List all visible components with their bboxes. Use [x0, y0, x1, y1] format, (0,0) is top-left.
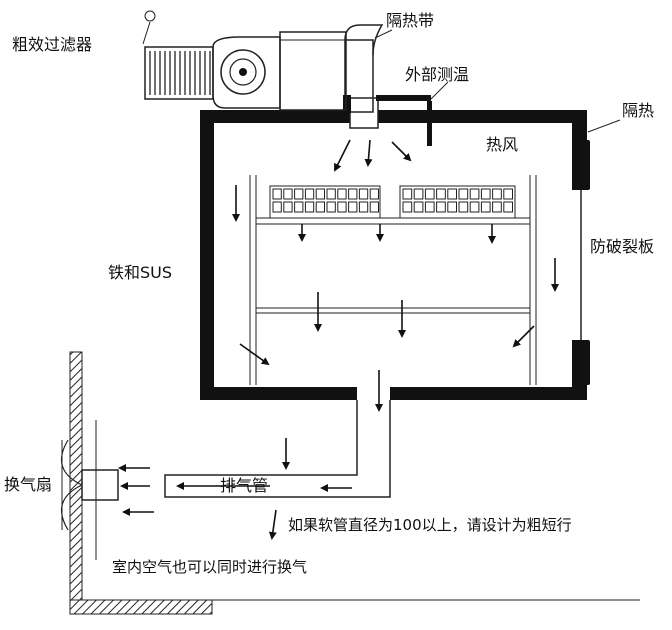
tray-cell	[458, 201, 469, 213]
tray-cell	[337, 201, 347, 213]
insulation-tape-strip	[343, 95, 351, 113]
airflow-arrow	[334, 139, 351, 172]
fan-wheel-middle	[229, 58, 257, 86]
temp-probe-leader	[428, 81, 449, 102]
airflow-arrow	[512, 325, 535, 348]
label-exhaust-fan: 换气扇	[4, 475, 52, 494]
tray-cell	[315, 201, 326, 213]
insulation-tape-strip-right	[376, 95, 431, 101]
motor-box	[279, 31, 347, 111]
label-insulation: 隔热	[622, 101, 654, 120]
tray-cell	[348, 201, 358, 213]
insulation-bar-bottom	[572, 340, 590, 385]
airflow-arrow	[391, 141, 412, 162]
tray-cell	[503, 201, 513, 213]
coarse-filter-leader	[142, 21, 151, 45]
fan-wheel-outer	[220, 49, 266, 95]
oven-wall-top-right	[378, 110, 587, 123]
airflow-arrow	[239, 343, 270, 366]
tray-cell	[424, 188, 435, 200]
tray-cell	[469, 201, 480, 213]
label-external-temp: 外部测温	[405, 65, 469, 84]
tray-cell	[272, 201, 282, 213]
tray-cell	[272, 188, 282, 200]
exhaust-fan-body	[81, 469, 119, 501]
blower-assembly	[142, 10, 347, 111]
insulation-leader	[587, 119, 621, 133]
room-wall-vertical	[69, 351, 83, 615]
tray-cell	[294, 188, 304, 200]
tray-cell	[469, 188, 480, 200]
tray-cell	[283, 201, 293, 213]
tray-cell	[413, 201, 424, 213]
tray-cell	[424, 201, 435, 213]
inner-rack	[249, 175, 537, 385]
airflow-arrow	[364, 139, 373, 167]
tray-cell	[447, 188, 457, 200]
tray-cell	[358, 201, 369, 213]
tray-left	[269, 185, 381, 219]
tray-cell	[492, 201, 502, 213]
fan-hub	[239, 68, 247, 76]
label-indoor-note: 室内空气也可以同时进行换气	[112, 558, 307, 576]
room-floor	[69, 599, 213, 615]
tray-cell	[480, 188, 491, 200]
tray-cells	[272, 188, 513, 213]
airflow-arrow	[268, 509, 277, 540]
tray-cell	[358, 188, 369, 200]
filter-fins	[149, 51, 211, 95]
oven-wall-bottom-right	[390, 387, 587, 400]
insulation-bar-top	[572, 140, 590, 190]
tray-cell	[326, 188, 336, 200]
tray-cell	[492, 188, 502, 200]
insulation-tape-leader	[374, 29, 393, 39]
tray-cell	[326, 201, 336, 213]
oven-wall-top-left	[200, 110, 350, 123]
tray-cell	[315, 188, 326, 200]
label-insulation-tape: 隔热带	[386, 11, 434, 30]
exhaust-duct	[164, 400, 391, 498]
supply-duct	[343, 24, 621, 146]
duct-through-wall	[349, 97, 379, 129]
tray-cell	[283, 188, 293, 200]
temp-probe	[427, 101, 432, 146]
blower-outlet-vertical	[344, 39, 374, 113]
tray-right	[399, 185, 516, 219]
label-explosion-board: 防破裂板	[590, 237, 654, 256]
tray-cell	[436, 201, 446, 213]
oven-wall-bottom-left	[200, 387, 357, 400]
label-exhaust-pipe: 排气管	[220, 476, 268, 495]
label-material: 铁和SUS	[108, 263, 172, 282]
tray-cell	[304, 188, 315, 200]
label-hose-note: 如果软管直径为100以上，请设计为粗短行	[288, 516, 572, 534]
tray-cell	[402, 201, 413, 213]
tray-cell	[337, 188, 347, 200]
tray-cell	[436, 188, 446, 200]
exhaust-duct-outline-outer	[164, 400, 391, 498]
tray-cell	[348, 188, 358, 200]
tray-cell	[304, 201, 315, 213]
tray-cell	[447, 201, 457, 213]
tray-cell	[458, 188, 469, 200]
tray-cell	[402, 188, 413, 200]
label-coarse-filter: 粗效过滤器	[12, 35, 92, 54]
airflow-arrows	[118, 139, 559, 540]
oven-wall-left	[200, 110, 214, 400]
exhaust-fan	[60, 439, 119, 531]
coarse-filter-tag	[144, 10, 156, 22]
tray-cell	[503, 188, 513, 200]
tray-cell	[369, 201, 380, 213]
tray-cell	[369, 188, 380, 200]
tray-cell	[413, 188, 424, 200]
tray-cell	[294, 201, 304, 213]
room-wall	[69, 351, 640, 615]
tray-cell	[480, 201, 491, 213]
label-hot-air: 热风	[486, 135, 518, 154]
